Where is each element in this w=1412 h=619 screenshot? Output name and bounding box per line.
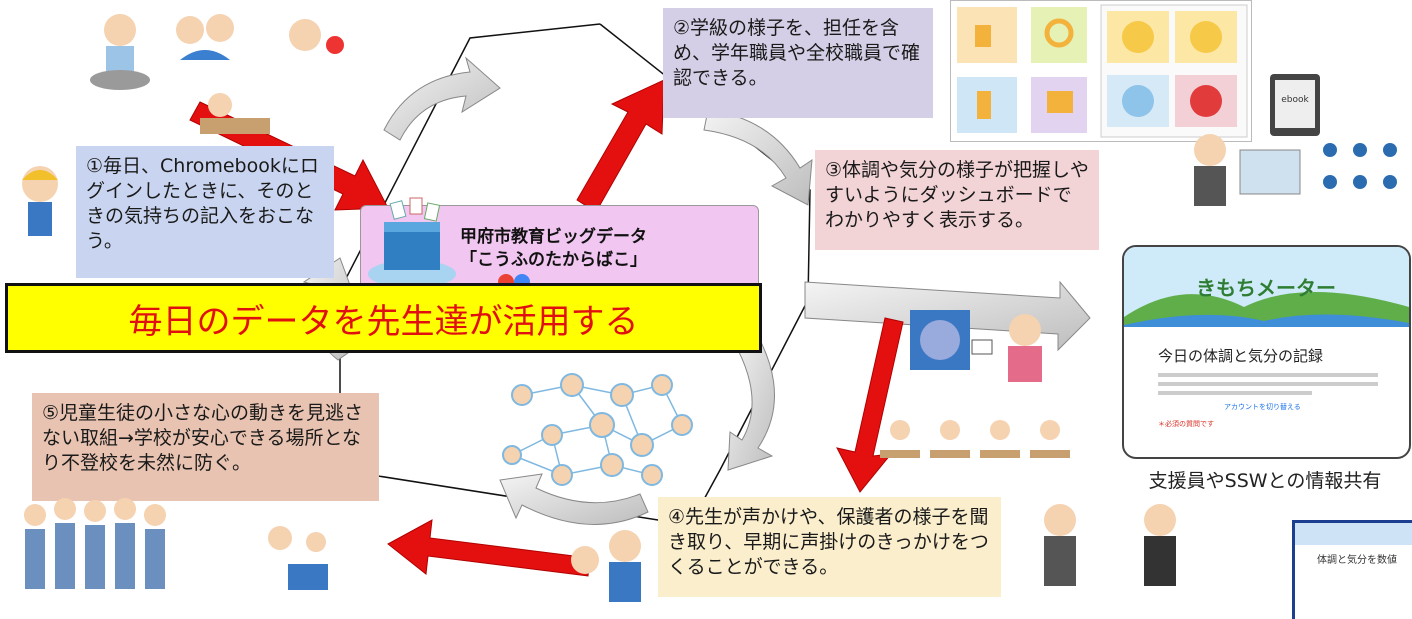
emoji-cards-grid — [957, 4, 1248, 138]
big-data-subtitle: 「こうふのたからばこ」 — [460, 250, 647, 270]
red-arrow-to-step5 — [387, 519, 591, 577]
google-sheets-logo — [498, 274, 530, 284]
children-feelings-illustration — [90, 14, 344, 134]
form-heading: 今日の体調と気分の記録 — [1158, 347, 1324, 365]
mood-form-panel: きもちメーター 今日の体調と気分の記録 アカウントを切り替える ＊必須の質問です — [1122, 245, 1411, 459]
step-1-text: ①毎日、Chromebookにログインしたときに、そのときの気持ちの記入をおこな… — [86, 155, 319, 252]
classroom-students-illustration — [880, 420, 1070, 458]
data-box-icon — [368, 197, 456, 288]
mood-score-panel-header — [1295, 523, 1412, 545]
cycle-arrow-right-top — [703, 109, 813, 206]
cycle-arrow-bottom — [499, 473, 649, 525]
info-sharing-caption: 支援員やSSWとの情報共有 — [1148, 470, 1382, 492]
student-talking-illustration — [571, 530, 641, 602]
step-2-box: ②学級の様子を、担任を含め、学年職員や全校職員で確認できる。 — [663, 8, 933, 118]
ebook-label: ebook — [1281, 95, 1309, 105]
step-3-box: ③体調や気分の様子が把握しやすいようにダッシュボードでわかりやすく表示する。 — [815, 150, 1099, 250]
families-illustration — [24, 498, 166, 589]
ai-and-parent-illustration — [910, 310, 1042, 382]
step-1-box: ①毎日、Chromebookにログインしたときに、そのときの気持ちの記入をおこな… — [76, 146, 334, 278]
cycle-arrow-lower-right — [727, 339, 775, 471]
form-description-lines — [1158, 373, 1378, 395]
banner-text: 毎日のデータを先生達が活用する — [128, 301, 639, 342]
mood-score-panel-text: 体調と気分を数値 — [1317, 555, 1397, 566]
step-5-text: ⑤児童生徒の小さな心の動きを見逃さない取組→学校が安心できる場所となり不登校を未… — [42, 402, 364, 474]
form-header-banner: きもちメーター — [1124, 247, 1409, 327]
step-3-text: ③体調や気分の様子が把握しやすいようにダッシュボードでわかりやすく表示する。 — [825, 159, 1089, 231]
red-arrow-to-step2 — [576, 79, 665, 213]
step-2-text: ②学級の様子を、担任を含め、学年職員や全校職員で確認できる。 — [673, 17, 921, 89]
emoji-cards-panel — [950, 0, 1252, 142]
cycle-arrow-top — [383, 56, 501, 141]
step-5-box: ⑤児童生徒の小さな心の動きを見逃さない取組→学校が安心できる場所となり不登校を未… — [32, 393, 379, 501]
form-app-name: きもちメーター — [1196, 276, 1336, 300]
main-banner: 毎日のデータを先生達が活用する — [5, 283, 762, 353]
form-required-note: ＊必須の質問です — [1158, 420, 1214, 428]
teacher-parent-meeting-illustration — [1044, 504, 1176, 586]
family-computer-illustration — [268, 526, 328, 590]
big-data-title: 甲府市教育ビッグデータ — [460, 227, 647, 247]
step-4-text: ④先生が声かけや、保護者の様子を聞き取り、早期に声掛けのきっかけをつくることがで… — [668, 506, 989, 578]
form-account-switch-link[interactable]: アカウントを切り替える — [1224, 403, 1301, 411]
teacher-dashboard-illustration — [1194, 134, 1397, 206]
people-network-graph — [502, 373, 693, 486]
child-with-helmet-illustration — [22, 166, 58, 236]
mood-score-panel: 体調と気分を数値 — [1292, 520, 1412, 619]
red-arrow-to-step4 — [836, 317, 904, 493]
step-4-box: ④先生が声かけや、保護者の様子を聞き取り、早期に声掛けのきっかけをつくることがで… — [658, 497, 1001, 597]
ebook-illustration: ebook — [1270, 74, 1320, 136]
